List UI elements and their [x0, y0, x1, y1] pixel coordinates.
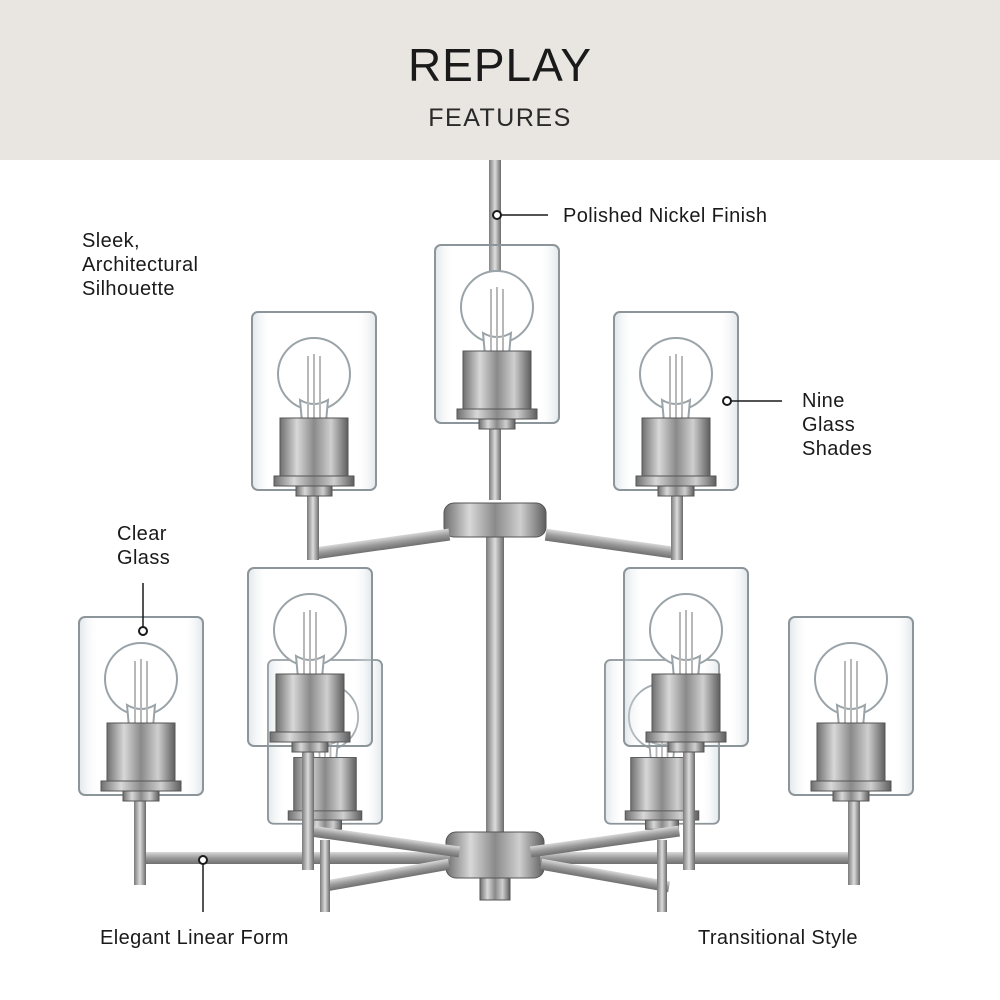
- glass-marker: [138, 626, 148, 636]
- feature-silhouette-line-3: Silhouette: [82, 278, 175, 300]
- feature-glass-line-1: Clear: [117, 523, 167, 545]
- form-marker: [198, 855, 208, 865]
- finish-marker: [492, 210, 502, 220]
- feature-shades-line-1: Nine: [802, 390, 845, 412]
- feature-silhouette-line-2: Architectural: [82, 254, 199, 276]
- feature-form: Elegant Linear Form: [100, 927, 289, 949]
- header-banner: [0, 0, 1000, 160]
- shades-marker: [722, 396, 732, 406]
- feature-style: Transitional Style: [698, 927, 858, 949]
- page-subtitle: FEATURES: [428, 104, 572, 132]
- feature-finish: Polished Nickel Finish: [563, 205, 768, 227]
- feature-shades-line-2: Glass: [802, 414, 856, 436]
- feature-silhouette: Sleek, Architectural Silhouette: [82, 229, 198, 301]
- feature-shades-line-3: Shades: [802, 438, 873, 460]
- feature-shades: Nine Glass Shades: [802, 389, 872, 461]
- feature-glass-line-2: Glass: [117, 547, 171, 569]
- feature-silhouette-line-1: Sleek,: [82, 230, 140, 252]
- page-title: REPLAY: [407, 39, 593, 91]
- feature-glass: Clear Glass: [117, 522, 170, 570]
